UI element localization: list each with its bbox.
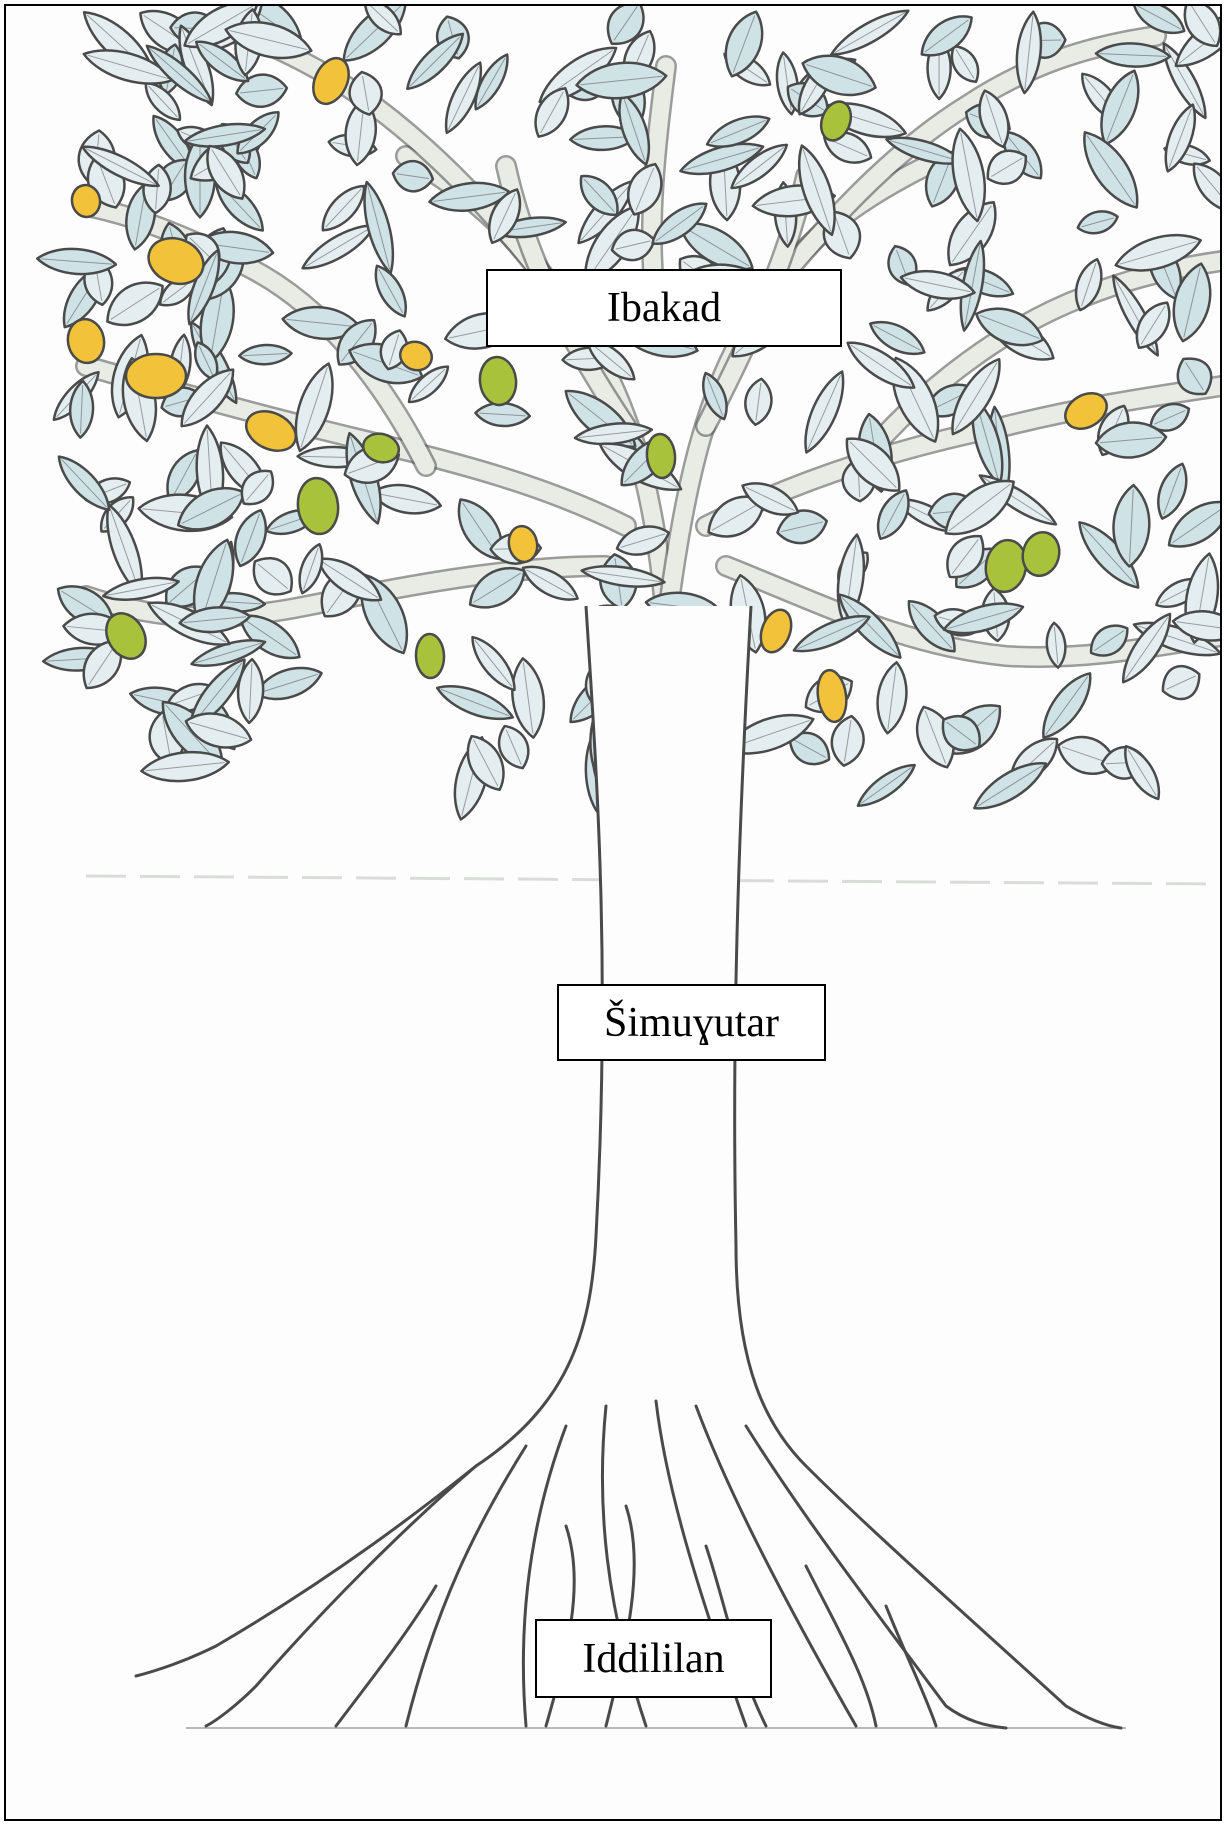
leaf: [239, 344, 292, 366]
root-line: [136, 1466, 476, 1676]
leaf: [853, 758, 921, 814]
root-line: [886, 1606, 936, 1726]
fruit: [815, 668, 850, 723]
leaf-shape: [827, 6, 913, 63]
leaf: [827, 6, 913, 63]
fruit: [415, 634, 445, 679]
leaf: [968, 753, 1053, 819]
leaf-vein: [861, 767, 911, 803]
leaf-vein: [410, 37, 460, 86]
fruit: [982, 537, 1030, 595]
label-roots: Iddililan: [535, 1619, 772, 1698]
fruit: [478, 355, 519, 407]
leaf: [1075, 207, 1120, 238]
label-trunk-text: Šimuɣutar: [604, 999, 779, 1047]
leaf: [796, 367, 853, 457]
root-line: [746, 1426, 1006, 1728]
leaf: [873, 661, 910, 736]
leaf: [464, 631, 522, 697]
leaf: [743, 377, 775, 426]
diagram-frame: Ibakad Šimuɣutar Iddililan: [4, 4, 1222, 1821]
leaf: [508, 656, 549, 739]
root-line: [336, 1586, 436, 1726]
fruit: [126, 354, 186, 398]
root-line: [406, 1446, 526, 1726]
root-line: [806, 1466, 1121, 1728]
label-trunk: Šimuɣutar: [557, 984, 826, 1061]
root-line: [206, 1466, 476, 1726]
leaf: [1033, 666, 1101, 746]
label-crown-text: Ibakad: [607, 284, 721, 332]
leaf-vein: [835, 13, 905, 53]
label-roots-text: Iddililan: [582, 1635, 724, 1683]
leaf: [1156, 659, 1206, 706]
label-crown: Ibakad: [486, 269, 842, 347]
leaf-vein: [306, 228, 371, 266]
